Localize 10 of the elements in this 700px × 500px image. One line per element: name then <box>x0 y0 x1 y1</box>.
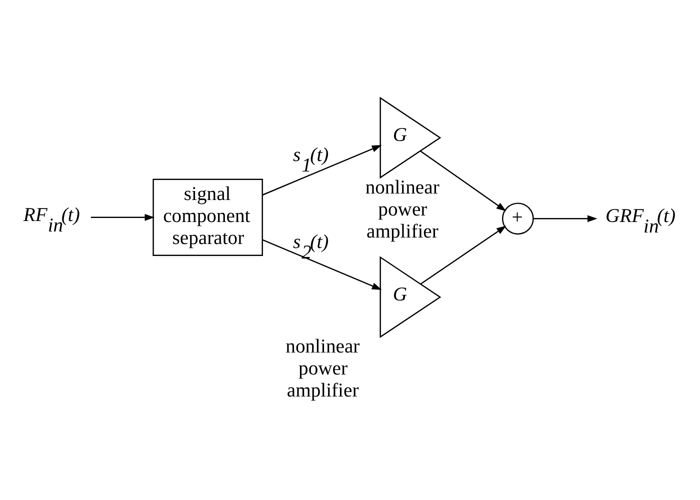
arrow <box>90 213 155 220</box>
arrow <box>533 214 598 222</box>
node-box: signal component separator <box>152 178 263 256</box>
node-label: nonlinear power amplifier <box>365 176 440 242</box>
node-label: nonlinear power amplifier <box>286 336 360 402</box>
arrow <box>420 225 506 284</box>
arrow <box>262 144 382 196</box>
node-circle: + <box>502 202 534 234</box>
arrow <box>262 238 382 290</box>
arrow <box>420 150 506 211</box>
